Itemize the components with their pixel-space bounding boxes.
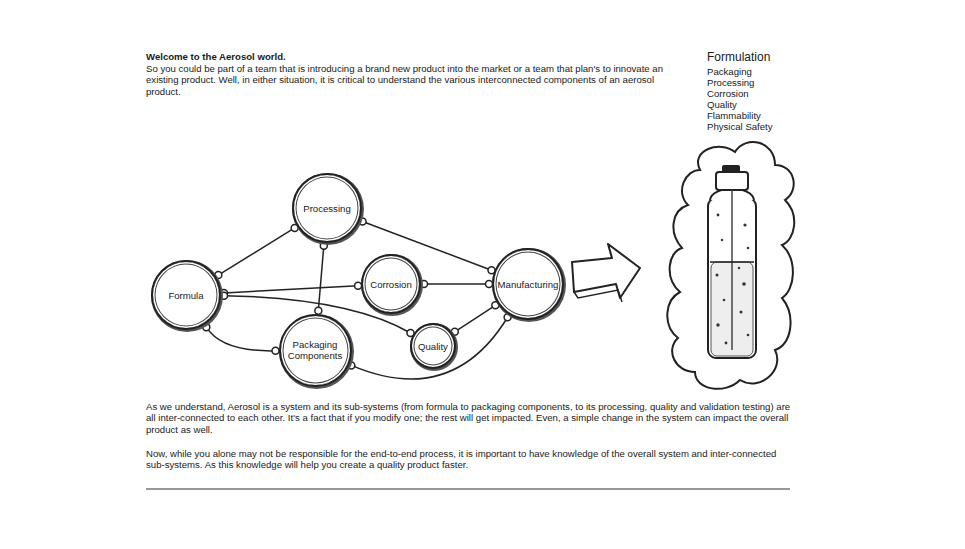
node-label: Formula — [168, 290, 203, 301]
connector-line — [351, 317, 507, 379]
connector — [451, 302, 499, 335]
list-item: Flammability — [707, 110, 827, 121]
arrow-shade — [574, 290, 622, 302]
node-circle: Manufacturing — [492, 248, 564, 320]
connector — [220, 282, 361, 296]
node-label: Packaging Components — [286, 339, 344, 361]
list-item: Processing — [707, 77, 827, 88]
list-item: Corrosion — [707, 88, 827, 99]
node-label: Corrosion — [370, 279, 412, 290]
big-arrow — [572, 244, 640, 298]
node-circle: Processing — [292, 173, 362, 243]
list-item: Physical Safety — [707, 121, 827, 132]
rule-line — [146, 488, 790, 489]
connector-end — [220, 292, 227, 299]
node-label: Quality — [418, 341, 448, 352]
connector-end — [272, 347, 279, 354]
title: Welcome to the Aerosol world. — [146, 51, 286, 62]
connector — [348, 314, 511, 379]
connector-line — [424, 283, 489, 285]
connector-line — [218, 228, 294, 275]
paragraph: So you could be part of a team that is i… — [146, 63, 681, 97]
connector-line — [224, 286, 358, 293]
connector-line — [206, 327, 275, 351]
spray-button — [722, 165, 740, 173]
list-item: Quality — [707, 99, 827, 110]
list-item: Formulation — [707, 51, 827, 64]
connector-end — [421, 281, 428, 288]
dip-tube — [731, 190, 733, 350]
node-circle: Quality — [410, 323, 456, 369]
node-label: Manufacturing — [498, 279, 559, 290]
connector-line — [318, 246, 323, 311]
connector — [203, 324, 279, 355]
bubbles — [716, 214, 750, 345]
connector — [315, 242, 327, 314]
cloud-outline — [667, 142, 794, 389]
node-circle: Corrosion — [361, 254, 421, 314]
connector-end — [320, 242, 327, 249]
paragraph: Now, while you alone may not be responsi… — [146, 448, 791, 471]
node-label: Processing — [303, 203, 350, 214]
liquid-level — [710, 261, 754, 263]
list-item: Packaging — [707, 66, 827, 77]
node-circle: Packaging Components — [279, 314, 352, 387]
connector — [421, 281, 493, 288]
can-cap — [716, 172, 748, 190]
node-circle: Formula — [151, 260, 221, 330]
connector — [215, 224, 298, 278]
paragraph: As we understand, Aerosol is a system an… — [146, 401, 791, 435]
connector-line — [455, 305, 496, 331]
